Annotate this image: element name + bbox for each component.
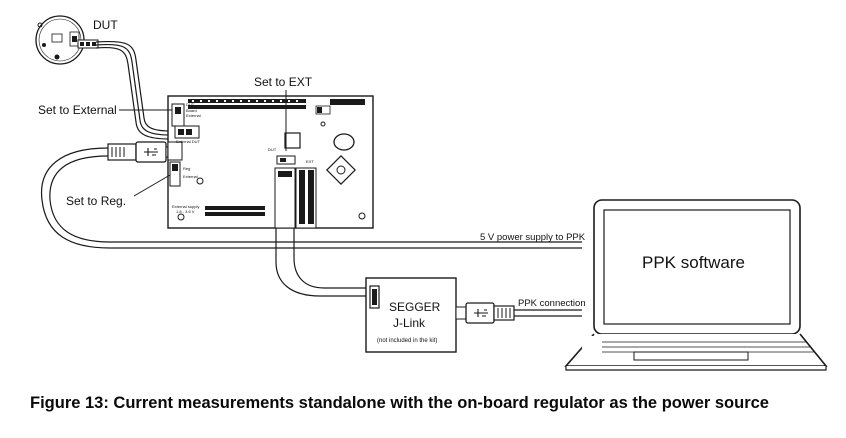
usb-plug-board — [107, 141, 179, 163]
board-text-voltage: 1.8 - 3.6 V — [176, 209, 195, 214]
label-power-supply: 5 V power supply to PPK — [480, 232, 586, 243]
board-text-dut-sel: DUT — [268, 147, 277, 152]
segger-subtitle: J-Link — [393, 316, 426, 330]
board-text-external: External — [186, 113, 201, 118]
board-text-dut: DUT — [186, 102, 195, 107]
board-text-board: Board — [186, 108, 197, 113]
power-cable — [40, 147, 582, 249]
label-ppk-connection: PPK connection — [518, 298, 586, 309]
label-set-to-ext: Set to EXT — [254, 75, 313, 89]
ppk-software-label: PPK software — [642, 253, 745, 272]
dut-cable — [95, 40, 171, 140]
callout-lines — [119, 90, 287, 197]
segger-jlink — [365, 277, 457, 353]
segger-note: (not included in the kit) — [377, 338, 437, 344]
ppk-board: DUT Board External External DUT Reg Exte… — [167, 95, 374, 229]
board-text-ext-supply: External supply — [172, 204, 199, 209]
laptop — [564, 199, 828, 371]
dut-board — [35, 15, 99, 65]
board-text-ext: EXT — [306, 159, 314, 164]
ppk-connection-cable — [514, 309, 582, 317]
board-text-external-2: External — [183, 174, 198, 179]
segger-title: SEGGER — [389, 300, 441, 314]
board-text-external-dut: External DUT — [176, 139, 201, 144]
board-text-reg: Reg — [183, 166, 190, 171]
figure-caption: Figure 13: Current measurements standalo… — [30, 394, 769, 412]
label-set-to-external: Set to External — [38, 103, 117, 117]
ribbon-header — [274, 167, 296, 229]
dut-label: DUT — [93, 18, 118, 32]
ribbon-cable — [275, 226, 366, 297]
usb-plug-segger — [455, 302, 515, 324]
svg-text:DUT: DUT — [186, 102, 195, 107]
label-set-to-reg: Set to Reg. — [66, 194, 126, 208]
